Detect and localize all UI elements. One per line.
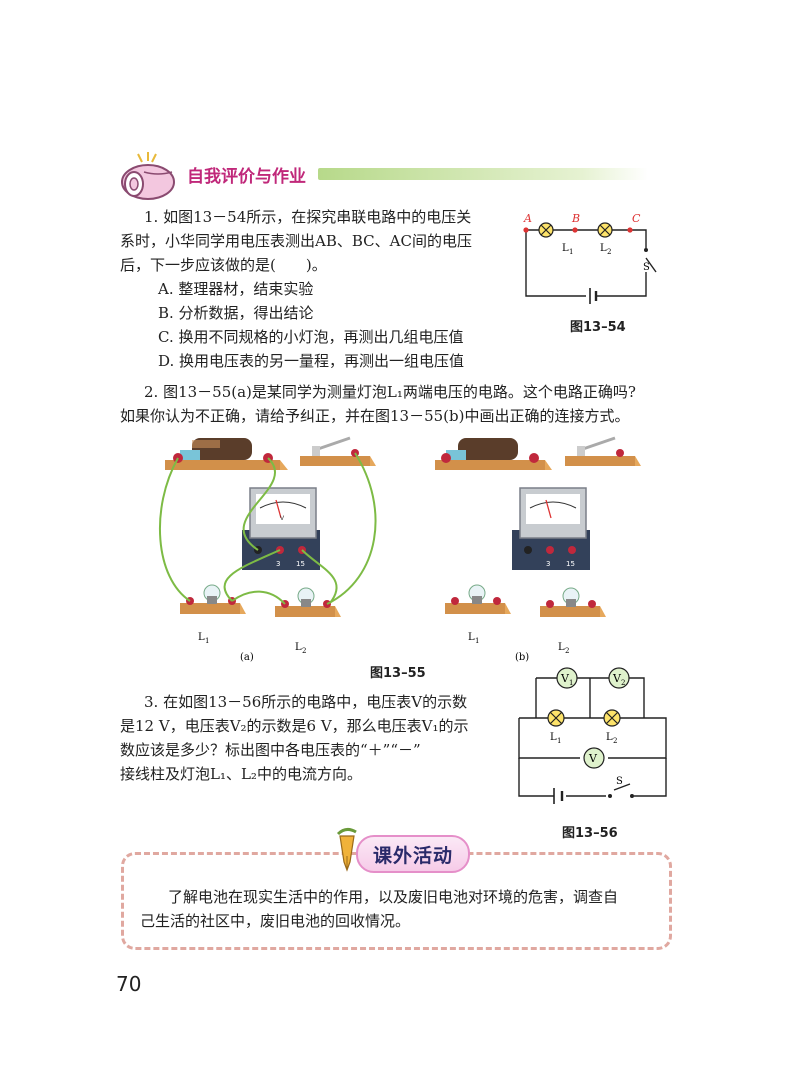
l2-label-b: L xyxy=(558,642,565,653)
l1-label: L xyxy=(562,243,569,254)
wires-a xyxy=(158,452,377,605)
l2-sub: 2 xyxy=(607,248,611,256)
l2-label: L xyxy=(600,243,607,254)
l1-sub: 1 xyxy=(557,737,561,745)
title-band xyxy=(318,168,648,180)
voltmeter-b: 3 15 xyxy=(512,487,590,570)
l1-label: L xyxy=(550,732,557,743)
l2-sub-b: 2 xyxy=(565,647,569,655)
l2-label-a: L xyxy=(295,642,302,653)
question-2: 2. 图13－55(a)是某同学为测量灯泡L₁两端电压的电路。这个电路正确吗? … xyxy=(120,380,680,428)
q1-option-d: D. 换用电压表的另一量程，再测出一组电压值 xyxy=(158,352,465,370)
switch-label: S xyxy=(616,776,623,787)
v1-label: V xyxy=(560,672,570,685)
meter-15-b: 15 xyxy=(566,560,575,568)
fig55-caption: 图13–55 xyxy=(370,666,426,681)
switch-board-a xyxy=(300,436,376,466)
l1-sub-a: 1 xyxy=(205,637,209,645)
sub-label-b: (b) xyxy=(515,652,529,663)
l1-sub-b: 1 xyxy=(475,637,479,645)
v2-label: V xyxy=(612,672,622,685)
v2-sub: 2 xyxy=(621,679,625,687)
pen-icon xyxy=(330,826,364,872)
meter-v-a: V xyxy=(280,515,285,522)
l2-label: L xyxy=(606,732,613,743)
lamp-l1-icon xyxy=(547,709,565,727)
point-c-label: C xyxy=(632,212,641,225)
switch-board-b xyxy=(565,436,641,466)
l2-sub-a: 2 xyxy=(302,647,306,655)
activity-line2: 己生活的社区中，废旧电池的回收情况。 xyxy=(140,912,411,930)
battery-board-b xyxy=(435,438,552,470)
fig54-caption: 图13–54 xyxy=(570,320,626,335)
l1-label-b: L xyxy=(468,632,475,643)
voltmeter-v1-icon: V 1 xyxy=(556,667,578,689)
v1-sub: 1 xyxy=(569,679,573,687)
sub-label-a: (a) xyxy=(240,652,254,663)
l2-sub: 2 xyxy=(613,737,617,745)
lamp-board-l1-a xyxy=(180,584,246,614)
voltmeter-a: V 3 15 xyxy=(242,487,320,570)
v-label: V xyxy=(588,752,598,765)
lamp-board-l2-a xyxy=(275,587,341,617)
q1-option-a: A. 整理器材，结束实验 xyxy=(158,280,314,298)
q1-line3: 后，下一步应该做的是( )。 xyxy=(120,256,327,274)
l1-sub: 1 xyxy=(569,248,573,256)
scroll-icon xyxy=(118,150,180,204)
lamp-l2-icon xyxy=(603,709,621,727)
activity-title: 课外活动 xyxy=(356,835,470,873)
point-a-label: A xyxy=(523,212,532,225)
activity-text: 了解电池在现实生活中的作用，以及废旧电池对环境的危害，调查自 己生活的社区中，废… xyxy=(140,885,660,933)
question-3: 3. 在如图13－56所示的电路中，电压表V的示数 是12 V，电压表V₂的示数… xyxy=(120,690,520,786)
lamp-board-l1-b xyxy=(445,584,511,614)
q2-line1: 2. 图13－55(a)是某同学为测量灯泡L₁两端电压的电路。这个电路正确吗? xyxy=(144,383,636,401)
figure-13-55: V 3 15 L 1 L 2 (a) xyxy=(158,436,641,663)
l1-label-a: L xyxy=(198,632,205,643)
lamp-board-l2-b xyxy=(540,587,606,617)
voltmeter-v-icon: V xyxy=(583,747,605,769)
question-1: 1. 如图13－54所示，在探究串联电路中的电压关 系时，小华同学用电压表测出A… xyxy=(120,205,520,373)
q3-line3: 数应该是多少？标出图中各电压表的“＋”“－” xyxy=(120,741,421,759)
fig56-caption: 图13–56 xyxy=(562,826,618,841)
voltmeter-v2-icon: V 2 xyxy=(608,667,630,689)
battery-board-a xyxy=(165,438,288,470)
section-title: 自我评价与作业 xyxy=(187,167,306,187)
meter-3-a: 3 xyxy=(276,560,280,568)
page-number: 70 xyxy=(116,972,142,996)
meter-15-a: 15 xyxy=(296,560,305,568)
lamp-l2-icon xyxy=(597,222,613,238)
q1-option-c: C. 换用不同规格的小灯泡，再测出几组电压值 xyxy=(158,328,464,346)
switch-label: S xyxy=(643,262,650,273)
q1-line2: 系时，小华同学用电压表测出AB、BC、AC间的电压 xyxy=(120,232,472,250)
q2-line2: 如果你认为不正确，请给予纠正，并在图13－55(b)中画出正确的连接方式。 xyxy=(120,407,630,425)
q1-line1: 1. 如图13－54所示，在探究串联电路中的电压关 xyxy=(144,208,472,226)
q3-line2: 是12 V，电压表V₂的示数是6 V，那么电压表V₁的示 xyxy=(120,717,469,735)
q3-line1: 3. 在如图13－56所示的电路中，电压表V的示数 xyxy=(144,693,468,711)
lamp-l1-icon xyxy=(538,222,554,238)
figure-13-56: V 1 V 2 L 1 L 2 V S xyxy=(518,667,667,804)
q3-line4: 接线柱及灯泡L₁、L₂中的电流方向。 xyxy=(120,765,362,783)
figure-13-54: A B C L 1 L 2 S xyxy=(523,212,657,304)
q1-option-b: B. 分析数据，得出结论 xyxy=(158,304,314,322)
meter-3-b: 3 xyxy=(546,560,550,568)
point-b-label: B xyxy=(571,212,580,225)
activity-line1: 了解电池在现实生活中的作用，以及废旧电池对环境的危害，调查自 xyxy=(168,888,619,906)
